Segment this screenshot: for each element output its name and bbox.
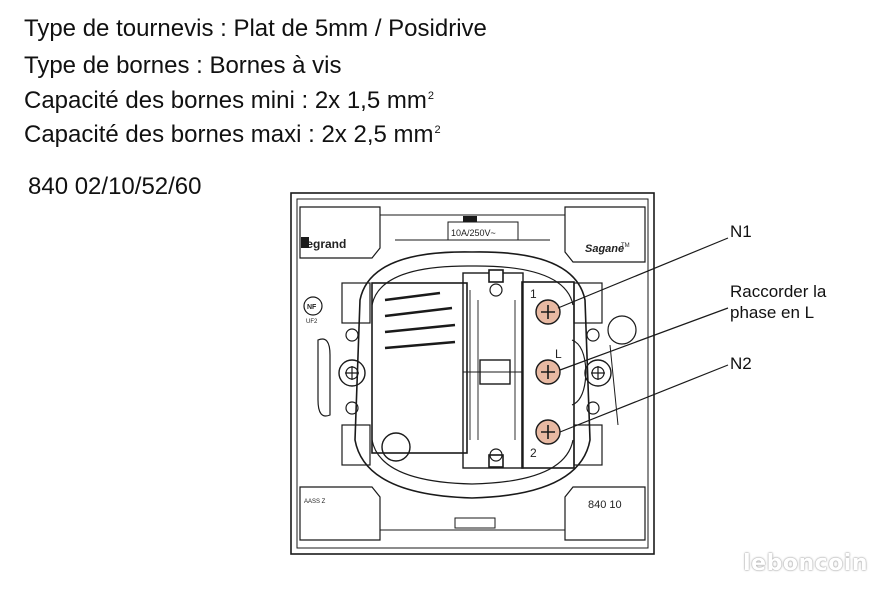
- cert-text: AASS Z: [304, 499, 326, 505]
- nf-sub: UF2: [306, 319, 318, 325]
- terminal-l-label: L: [555, 347, 562, 361]
- rocker: [371, 282, 468, 454]
- callout-phase-line2: phase en L: [730, 303, 815, 323]
- leader-n1: [557, 237, 729, 309]
- outer-frame: [290, 192, 655, 555]
- brand-logo: legrand: [303, 237, 346, 251]
- rating-label: 10A/250V~: [451, 228, 496, 238]
- callout-n2: N2: [730, 354, 752, 373]
- callout-n1: N1: [730, 222, 752, 241]
- leader-phase: [559, 307, 729, 371]
- brand-logo-square: [301, 237, 309, 248]
- spec-terminal-type: Type de bornes : Bornes à vis: [24, 52, 342, 79]
- terminal-1-label: 1: [530, 287, 537, 301]
- spec-capacity-max-text: Capacité des bornes maxi : 2x 2,5 mm: [24, 121, 434, 148]
- callout-phase-line1: Raccorder la: [730, 282, 827, 301]
- callout-phase: Raccorder la phase en L: [730, 281, 826, 324]
- leader-n2: [559, 364, 729, 433]
- reference-number: 840 02/10/52/60: [28, 173, 202, 200]
- terminal-block: [521, 281, 575, 469]
- spec-capacity-max: Capacité des bornes maxi : 2x 2,5 mm2: [24, 123, 441, 147]
- spec-screwdriver: Type de tournevis : Plat de 5mm / Posidr…: [24, 15, 487, 42]
- spec-capacity-min-text: Capacité des bornes mini : 2x 1,5 mm: [24, 87, 427, 114]
- spec-capacity-min: Capacité des bornes mini : 2x 1,5 mm2: [24, 89, 434, 113]
- series-name: Sagane: [585, 243, 624, 255]
- model-code: 840 10: [588, 499, 622, 511]
- mechanism-body: [354, 251, 591, 499]
- series-mark: TM: [621, 243, 630, 249]
- spec-capacity-max-sup: 2: [434, 124, 441, 136]
- spec-capacity-min-sup: 2: [427, 90, 434, 102]
- terminal-2-label: 2: [530, 446, 537, 460]
- watermark-logo: leboncoin: [743, 551, 868, 576]
- nf-mark: NF: [307, 304, 317, 311]
